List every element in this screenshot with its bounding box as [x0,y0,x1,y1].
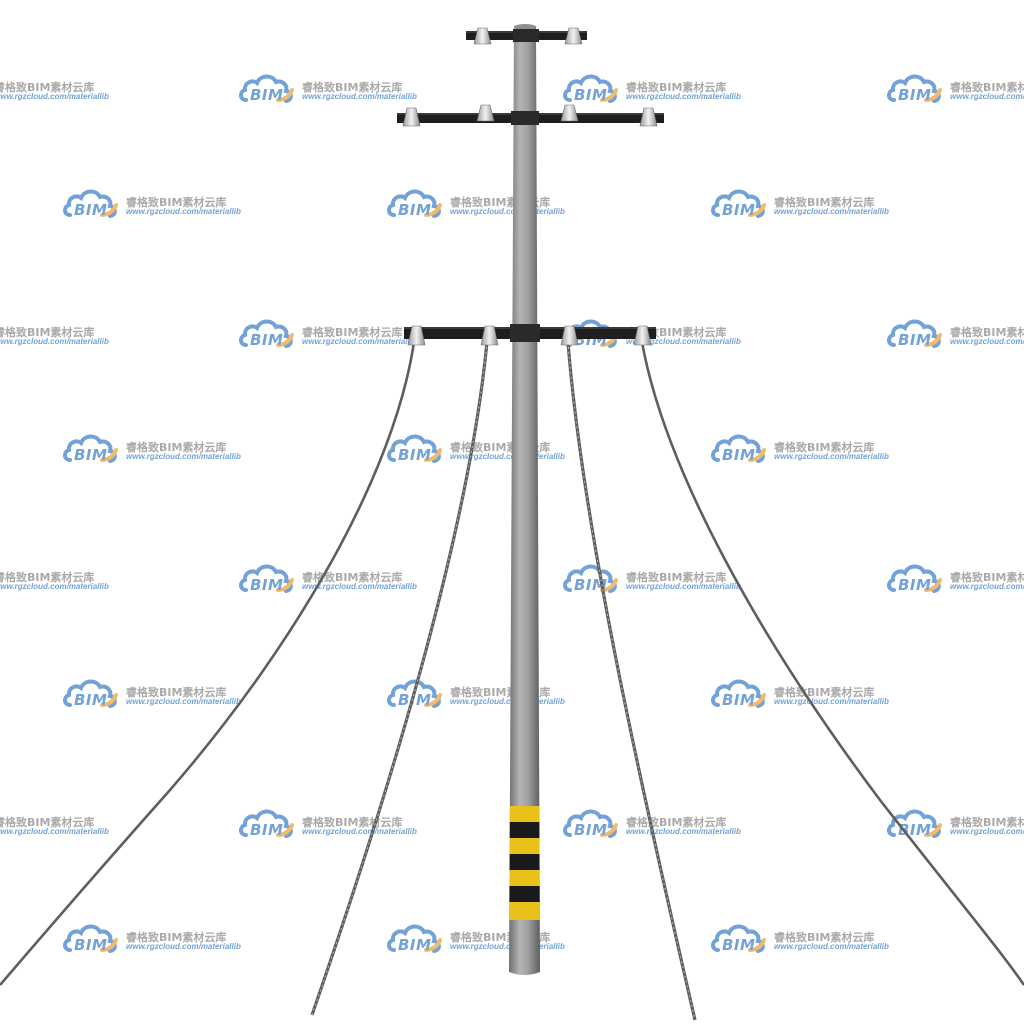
insulator [407,325,426,346]
power-lines [0,341,1024,1021]
insulator [560,325,579,346]
insulator [473,27,492,45]
insulator [639,107,658,127]
insulator [476,104,495,122]
hazard-stripes [509,806,540,920]
insulator [402,107,421,127]
crossarms [397,29,664,342]
insulator [480,325,499,346]
crossarm-bottom [404,324,656,342]
insulator [564,27,583,45]
crossarm-middle [397,111,664,125]
power-line-4 [640,341,1024,986]
insulators [402,27,658,346]
power-line-1 [0,341,416,986]
power-line-3 [566,341,697,1021]
concrete-pole [509,24,540,975]
power-line-2 [310,341,489,1016]
crossarm-top [466,29,587,42]
insulator [560,104,579,122]
insulator [633,325,652,346]
